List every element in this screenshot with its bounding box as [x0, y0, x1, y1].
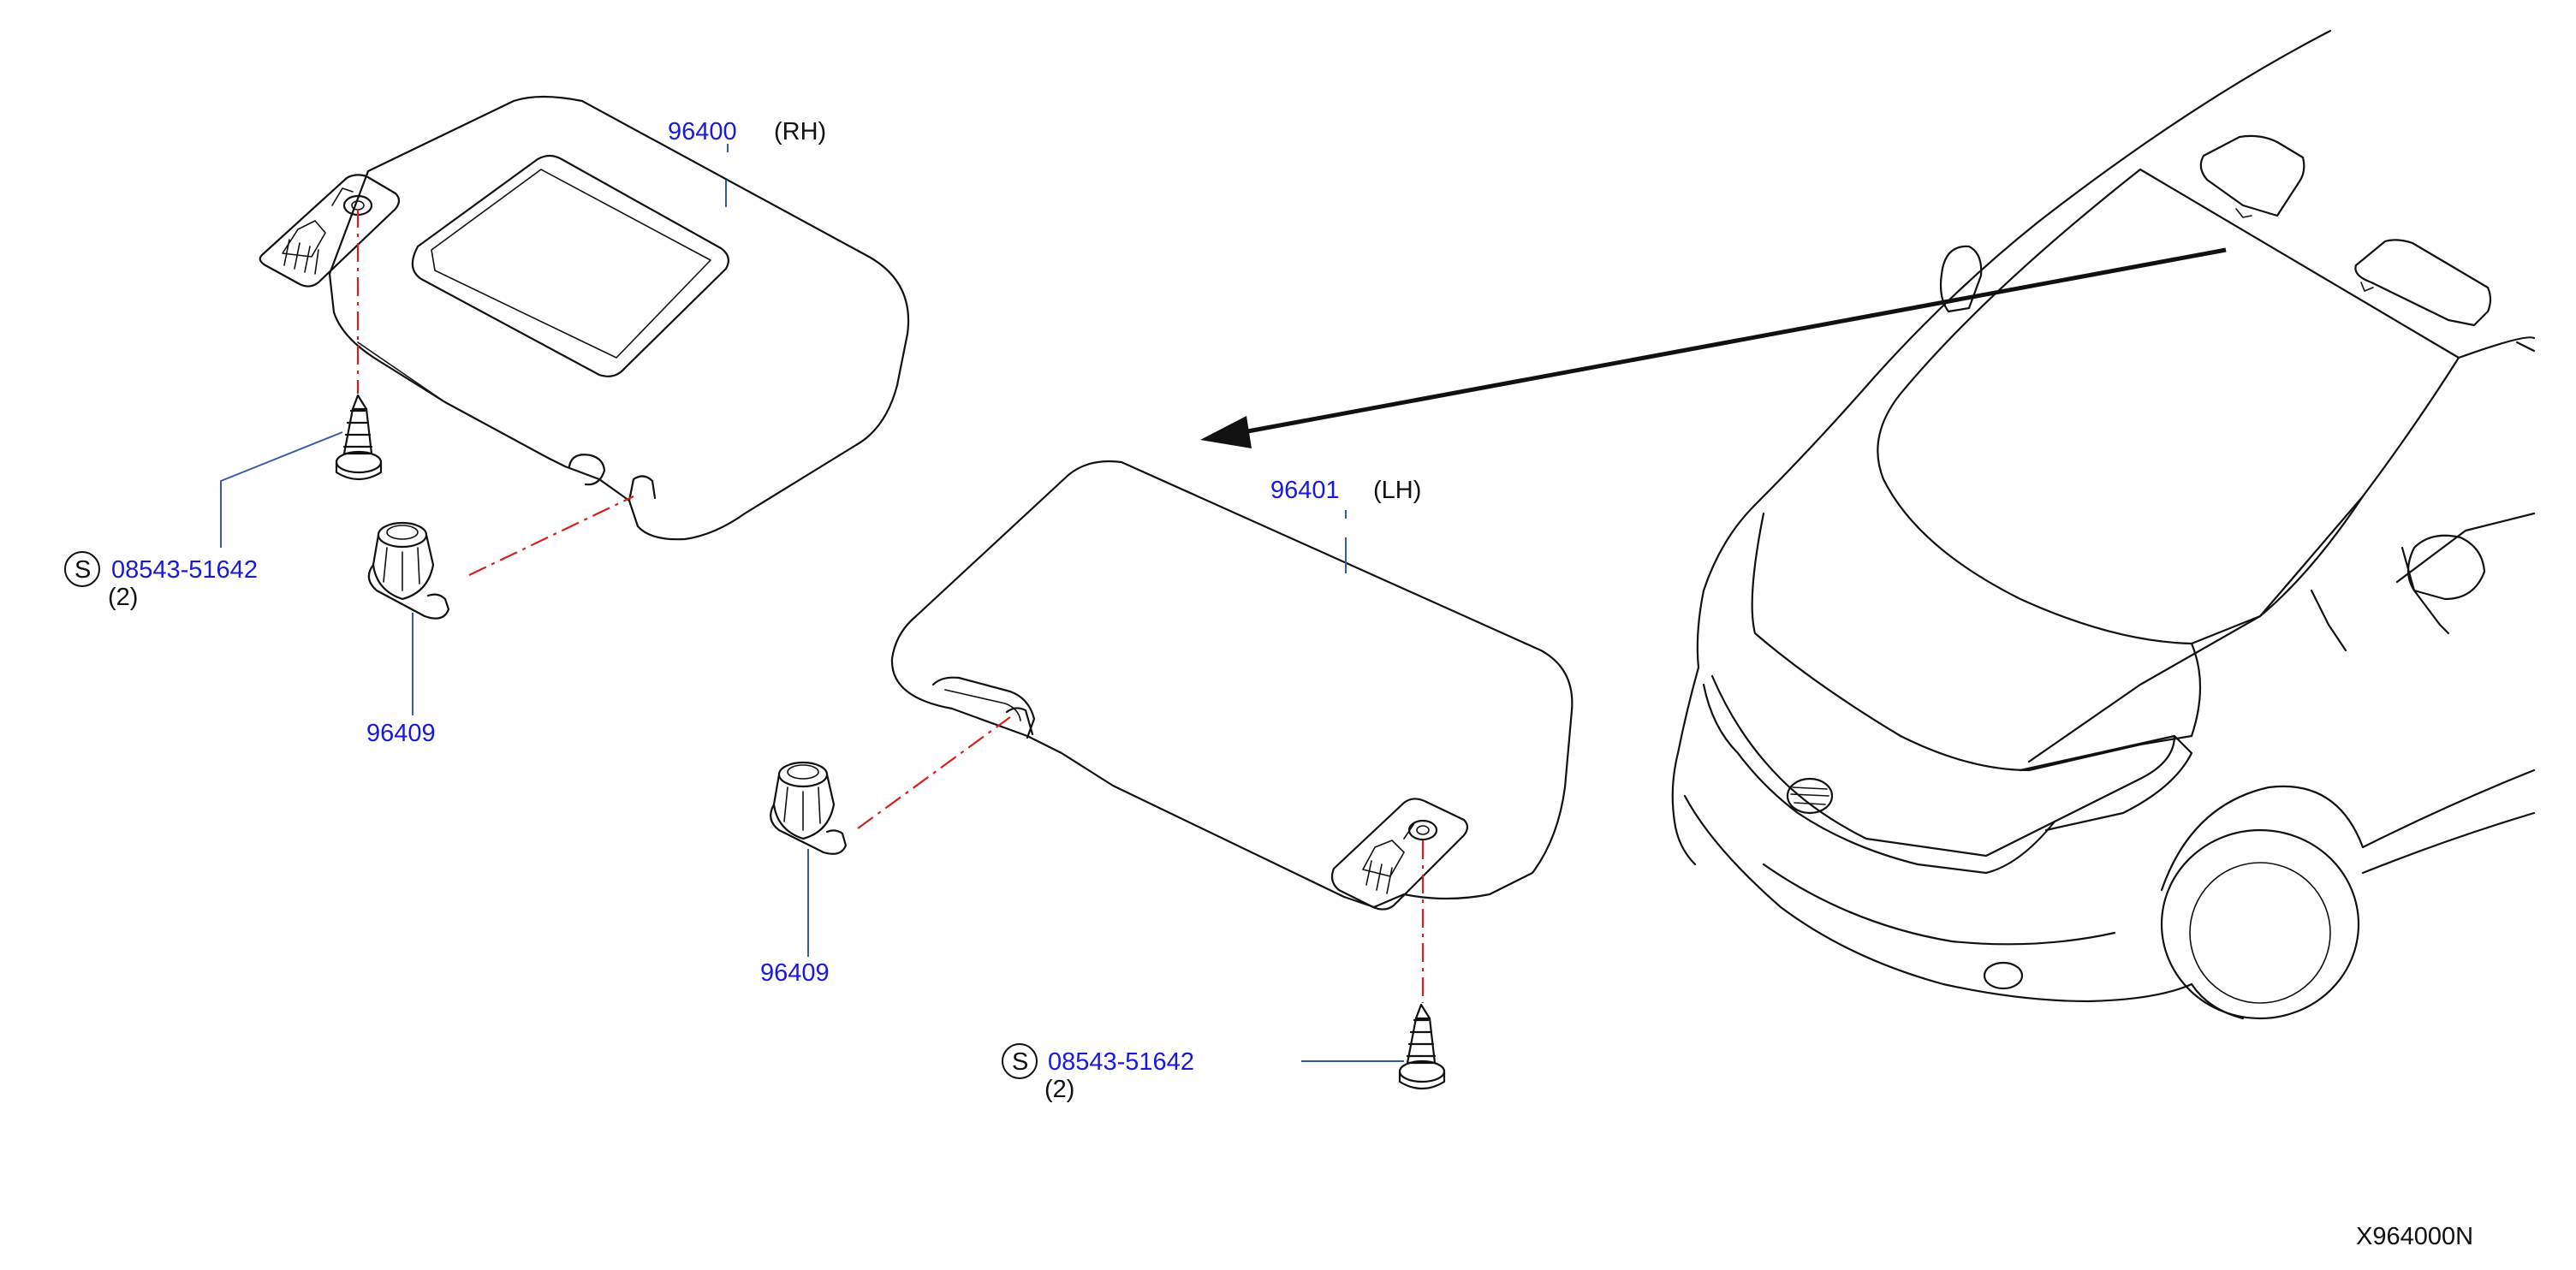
lh-sun-visor: [890, 460, 1574, 911]
lh-screw: [1398, 1003, 1446, 1090]
diagram-code: X964000N: [2356, 1223, 2473, 1250]
rh-side-label: (RH): [774, 118, 826, 145]
rh-sun-visor: [259, 95, 910, 541]
rh-visor-holder: [367, 521, 450, 620]
lh-holder-axis: [857, 716, 1011, 829]
rh-holder-axis: [468, 496, 634, 576]
lh-screw-quantity: (2): [1044, 1076, 1074, 1103]
lh-screw-part-number: 08543-51642: [1048, 1048, 1194, 1076]
standard-part-symbol: [64, 551, 100, 587]
lh-side-label: (LH): [1373, 477, 1421, 504]
rh-screw: [335, 394, 383, 481]
rh-screw-leader: [220, 431, 343, 548]
lh-visor-holder: [770, 761, 848, 855]
location-arrow: [1200, 247, 2227, 448]
rh-screw-quantity: (2): [108, 584, 138, 611]
lh-holder-part-number: 96409: [760, 959, 830, 987]
lh-visor-part-number: 96401: [1270, 477, 1340, 504]
standard-part-symbol: [1002, 1043, 1038, 1079]
rh-visor-bracket: [259, 174, 401, 288]
vehicle-illustration: [1671, 29, 2536, 1020]
lh-screw-prefix: S: [1012, 1048, 1028, 1076]
rh-screw-prefix: S: [74, 556, 91, 584]
rh-visor-part-number: 96400: [668, 118, 737, 145]
lh-visor-bracket: [1330, 798, 1469, 911]
rh-holder-part-number: 96409: [366, 720, 436, 747]
rh-screw-part-number: 08543-51642: [111, 556, 258, 584]
